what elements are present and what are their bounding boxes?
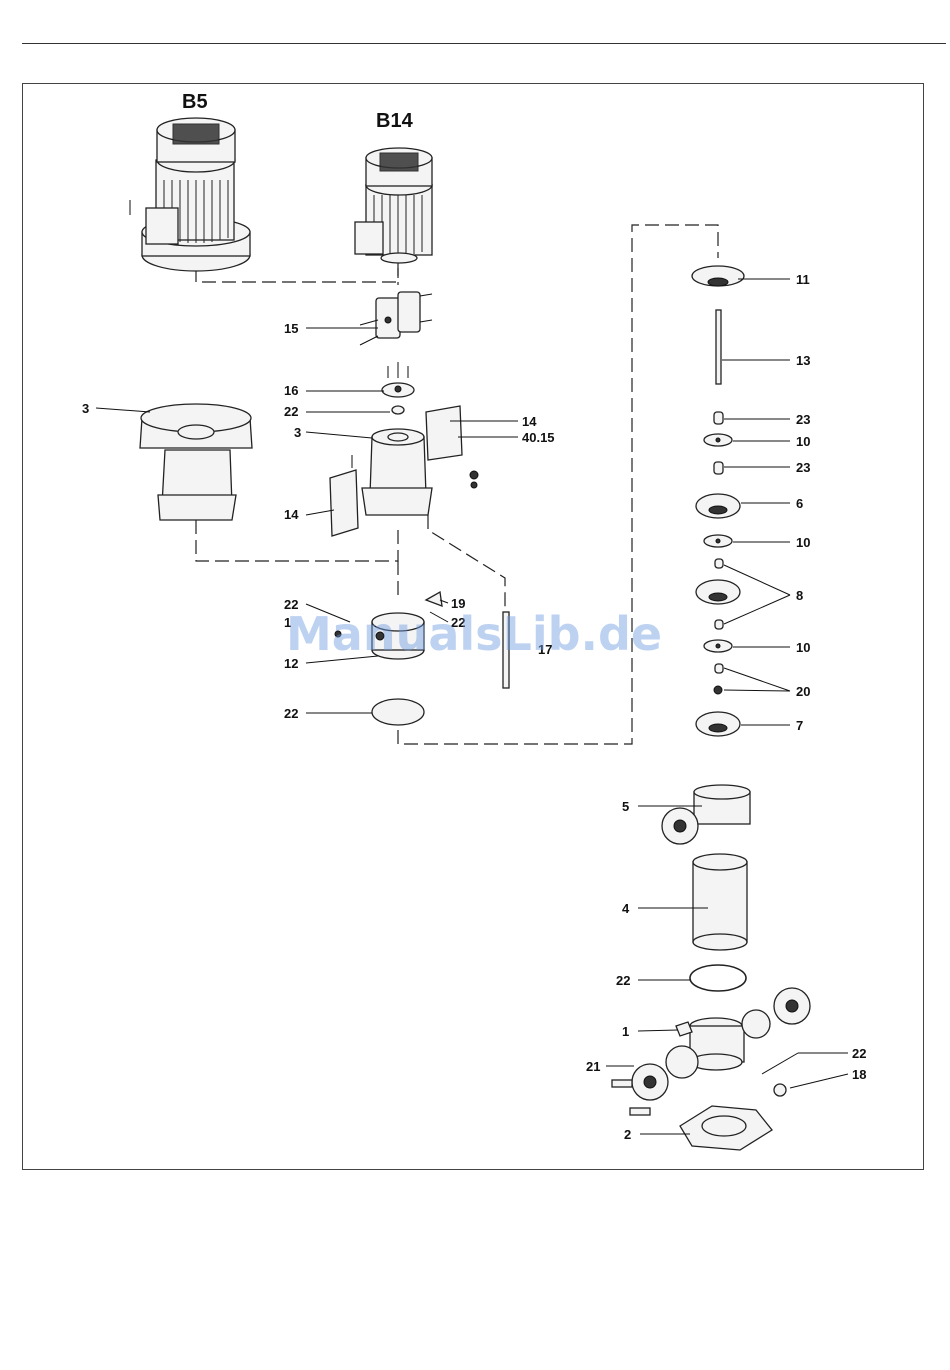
label-10-c: 10 xyxy=(796,640,810,655)
label-6: 6 xyxy=(796,496,803,511)
coupling-assembly-15 xyxy=(360,292,432,345)
label-3-b5: 3 xyxy=(82,401,89,416)
label-23-a: 23 xyxy=(796,412,810,427)
label-21: 21 xyxy=(586,1059,600,1074)
label-b5: B5 xyxy=(182,91,208,113)
o-ring-22-lower xyxy=(690,965,746,991)
base-assembly xyxy=(612,988,810,1150)
label-14-right: 14 xyxy=(522,414,537,429)
label-22-lower: 22 xyxy=(616,973,630,988)
label-18: 18 xyxy=(852,1067,866,1082)
label-22-oring: 22 xyxy=(284,706,298,721)
label-b14: B14 xyxy=(376,110,414,132)
label-7: 7 xyxy=(796,718,803,733)
label-1-base: 1 xyxy=(622,1024,629,1039)
label-23-b: 23 xyxy=(796,460,810,475)
outer-sleeve-5 xyxy=(662,785,750,844)
label-5: 5 xyxy=(622,799,629,814)
assembly-dashed-lines xyxy=(196,225,718,744)
label-2: 2 xyxy=(624,1127,631,1142)
label-13: 13 xyxy=(796,353,810,368)
watermark: ManualsLib.de xyxy=(286,607,662,661)
diffuser-top-11 xyxy=(692,266,744,286)
label-10-b: 10 xyxy=(796,535,810,550)
label-11: 11 xyxy=(796,272,810,287)
label-4: 4 xyxy=(622,901,630,916)
label-14-left: 14 xyxy=(284,507,299,522)
shaft-13 xyxy=(716,310,721,384)
label-22-base: 22 xyxy=(852,1046,866,1061)
label-20: 20 xyxy=(796,684,810,699)
label-40-15: 40.15 xyxy=(522,430,555,445)
label-22-seal: 22 xyxy=(284,404,298,419)
pump-casing-4 xyxy=(693,854,747,950)
label-15: 15 xyxy=(284,321,298,336)
b14-lantern-bracket-3 xyxy=(362,429,432,515)
stage-parts xyxy=(696,412,740,736)
b5-motor xyxy=(130,118,250,271)
label-16: 16 xyxy=(284,383,298,398)
label-3-b14: 3 xyxy=(294,425,301,440)
label-8: 8 xyxy=(796,588,803,603)
b14-motor xyxy=(355,148,432,263)
label-10-a: 10 xyxy=(796,434,810,449)
shaft-seal-16 xyxy=(382,362,414,414)
b5-lantern-bracket-3 xyxy=(140,404,252,520)
